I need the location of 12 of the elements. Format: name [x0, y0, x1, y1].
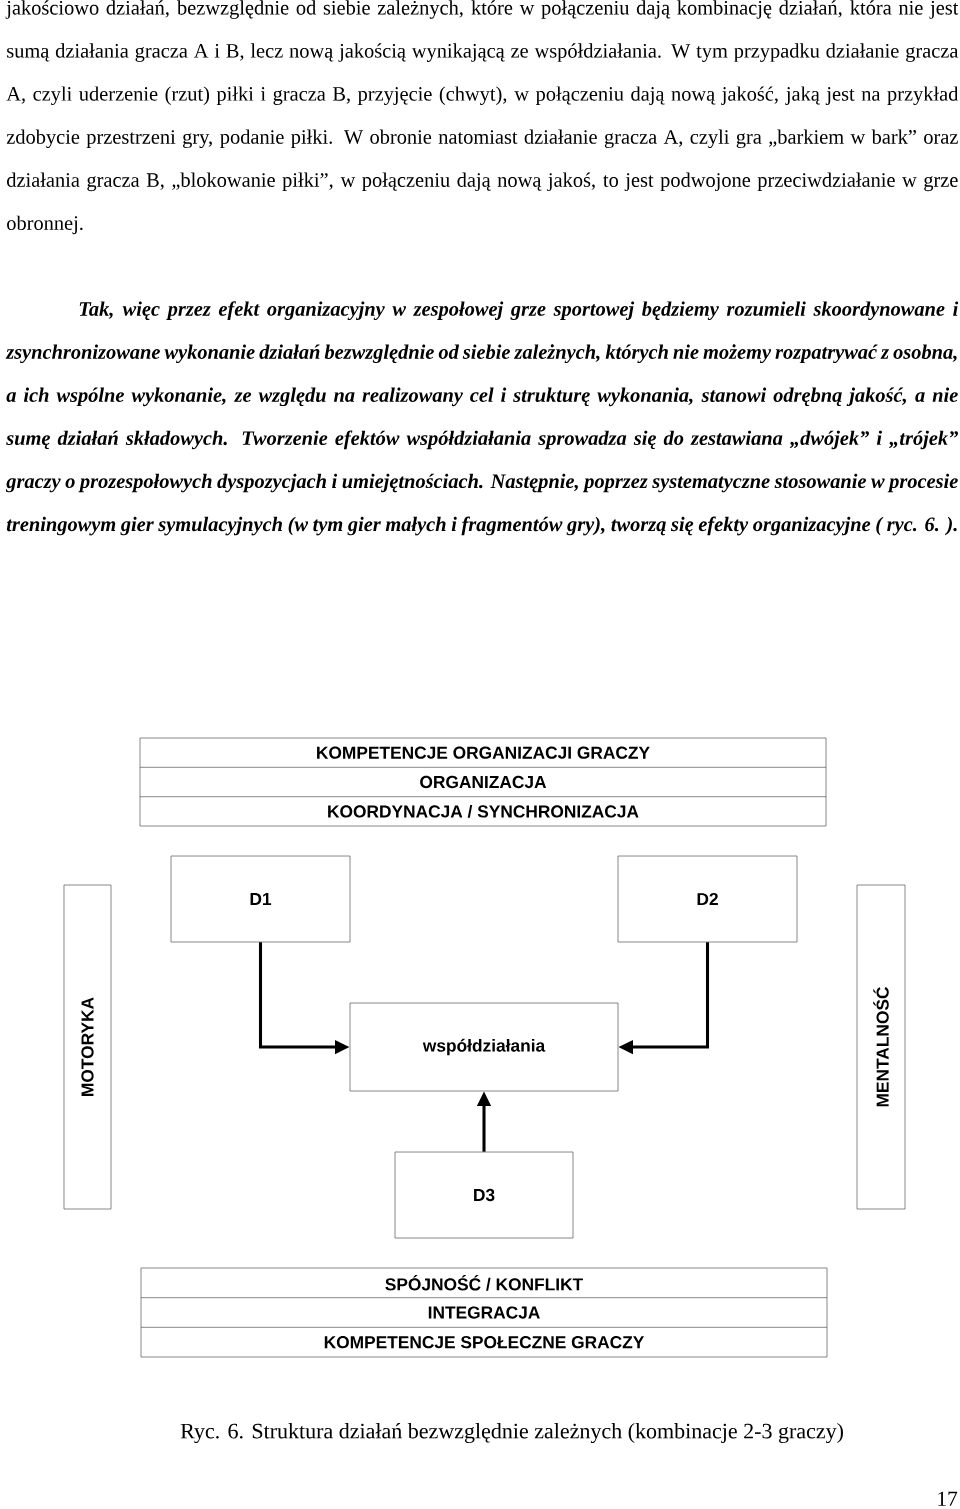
- process-box: współdziałania: [349, 1002, 619, 1092]
- side-bar: MOTORYKA: [63, 884, 112, 1210]
- figure-caption: Ryc. 6. Struktura działań bezwzględnie zależnych (kombinacje 2-3 graczy): [180, 1423, 843, 1444]
- label-table: SPÓJNOŚĆ / KONFLIKT INTEGRACJA KOMPETENCJE SPOŁECZNE GRACZY: [140, 1267, 828, 1358]
- side-bar: MENTALNOŚĆ: [856, 884, 906, 1210]
- process-box: D1: [170, 855, 351, 943]
- label-table: KOMPETENCJE ORGANIZACJI GRACZY ORGANIZACJA KOORDYNACJA / SYNCHRONIZACJA: [139, 737, 827, 827]
- page-number: 17: [938, 1491, 958, 1506]
- body-paragraph: Tak, więc przez efekt organizacyjny w zespołowej grze sportowej będziemy rozumieli skoordynowane i zsynchronizowane wykonanie działań bezwzględnie od siebie zależnych, których nie możemy rozpatrywać z osobna, a ich wspólne wykonanie, ze względu na realizowany cel i strukturę wykonania, stanowi odrębną jakość, a nie sumę działań składowych. Tworzenie efektów współdziałania sprowadza się do zestawiana „dwójek” i „trójek” graczy o prozespołowych dyspozycjach i umiejętnościach. Następnie, poprzez systematyczne stosowanie w procesie treningowym gier symulacyjnych (w tym gier małych i fragmentów gry), tworzą się efekty organizacyjne ( ryc. 6. ).: [5, 301, 959, 536]
- process-box: D2: [617, 855, 798, 943]
- body-paragraph: jakościowo działań, bezwzględnie od siebie zależnych, które w połączeniu dają kombinację działań, która nie jest sumą działania gracza A i B, lecz nową jakością wynikającą ze współdziałania. W tym przypadku działanie gracza A, czyli uderzenie (rzut) piłki i gracza B, przyjęcie (chwyt), w połączeniu dają nową jakość, jaką jest na przykład zdobycie przestrzeni gry, podanie piłki. W obronie natomiast działanie gracza A, czyli gra „barkiem w bark” oraz działania gracza B, „blokowanie piłki”, w połączeniu dają nową jakoś, to jest podwojone przeciwdziałanie w grze obronnej.: [5, 0, 959, 235]
- process-box: D3: [394, 1151, 574, 1239]
